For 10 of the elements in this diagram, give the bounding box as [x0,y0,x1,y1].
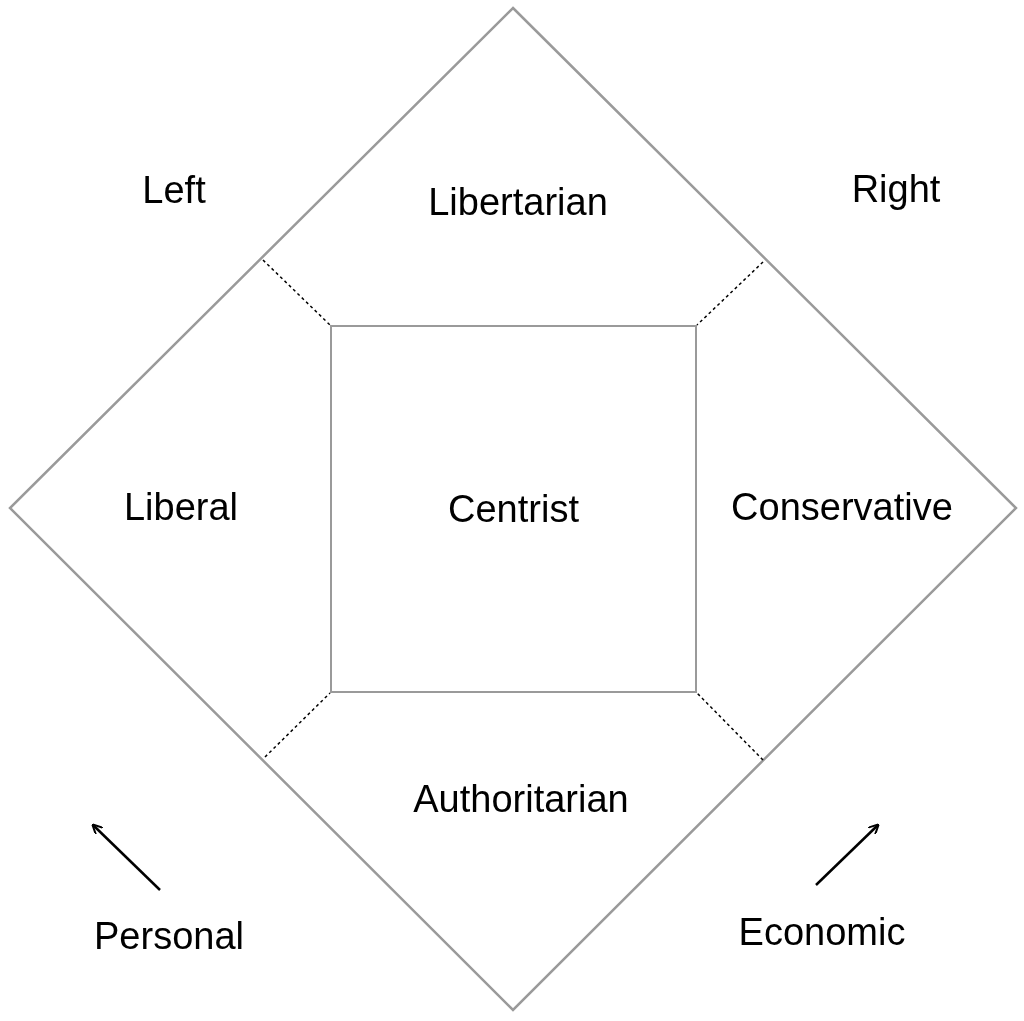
region-box [330,325,697,693]
axis-label: Economic [738,912,906,954]
region-label: Authoritarian [413,779,629,821]
axis-label: Right [851,169,941,211]
region-label: Conservative [731,487,953,529]
axis-label: Personal [94,916,244,958]
region-label: Libertarian [428,182,608,224]
region-label: Centrist [448,487,579,531]
region-label: Liberal [123,487,239,529]
axis-label: Left [142,170,206,212]
